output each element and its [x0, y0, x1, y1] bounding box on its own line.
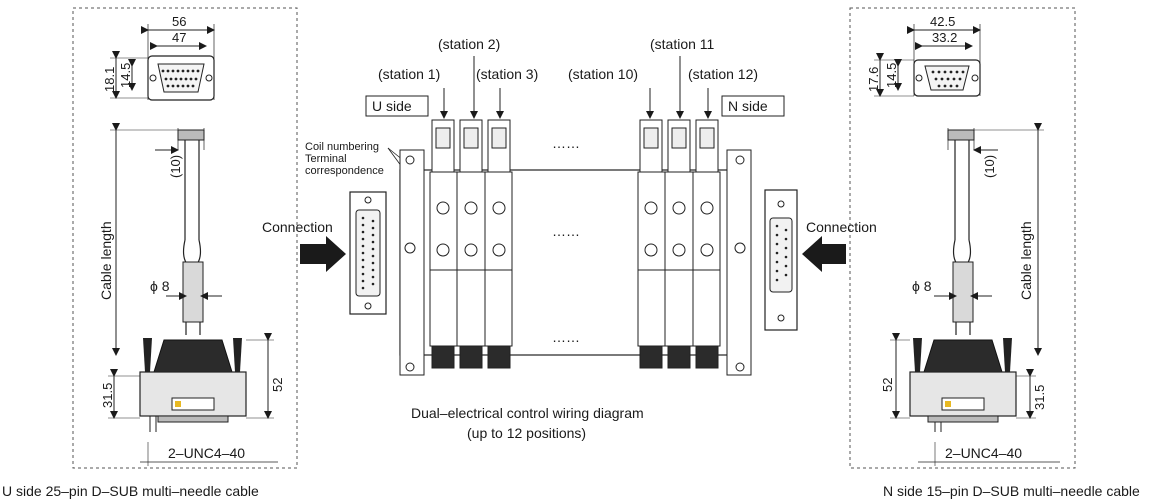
- label-station-11: (station 11: [650, 36, 715, 52]
- right-dim-17-6: 17.6: [866, 67, 881, 92]
- right-screw: 2–UNC4–40: [945, 445, 1022, 461]
- n-side-label: N side: [728, 98, 768, 114]
- label-station-12: (station 12): [688, 66, 758, 82]
- right-dim-52: 52: [880, 378, 895, 392]
- connection-right-arrow: [802, 236, 846, 272]
- left-cable-length: Cable length: [98, 221, 114, 300]
- right-cable-length: Cable length: [1018, 221, 1034, 300]
- right-caption: N side 15–pin D–SUB multi–needle cable: [883, 483, 1140, 499]
- diagram-caption-line1: Dual–electrical control wiring diagram: [411, 405, 644, 421]
- left-caption: U side 25–pin D–SUB multi–needle cable: [2, 483, 259, 499]
- left-dim-56: 56: [172, 14, 186, 29]
- right-dim-31-5: 31.5: [1032, 385, 1047, 410]
- label-station-10: (station 10): [568, 66, 638, 82]
- valve-stations-right: [637, 119, 721, 369]
- right-dim-42-5: 42.5: [930, 14, 955, 29]
- label-station-1: (station 1): [378, 66, 440, 82]
- left-dim-14-5: 14.5: [118, 63, 133, 88]
- coil-note-line1: Coil numbering: [305, 141, 379, 153]
- connection-right-label: Connection: [806, 219, 877, 235]
- connection-left-arrow: [300, 236, 346, 272]
- ellipsis-top: ……: [552, 135, 580, 151]
- left-screw: 2–UNC4–40: [168, 445, 245, 461]
- left-diameter: ϕ 8: [150, 278, 170, 294]
- right-connector-hood: [909, 338, 1017, 432]
- right-dim-33-2: 33.2: [932, 30, 957, 45]
- coil-note-line3: correspondence: [305, 165, 384, 177]
- left-connector-hood: [139, 338, 247, 432]
- left-dim-10: (10): [168, 155, 183, 178]
- ellipsis-bottom: ……: [552, 329, 580, 345]
- left-cable-panel: 56 47 18.1 14.5: [2, 7, 298, 499]
- right-dim-14-5: 14.5: [884, 63, 899, 88]
- right-cable-panel: 42.5 33.2 17.6 14.5: [849, 7, 1140, 499]
- left-dim-52: 52: [270, 378, 285, 392]
- left-dim-47: 47: [172, 30, 186, 45]
- dsub25-face: [147, 55, 215, 101]
- connection-left-label: Connection: [262, 219, 333, 235]
- label-station-2: (station 2): [438, 36, 500, 52]
- valve-stations-left: [429, 119, 513, 369]
- dsub15-face: [913, 59, 981, 97]
- right-dim-10: (10): [982, 155, 997, 178]
- left-dim-31-5: 31.5: [100, 383, 115, 408]
- right-diameter: ϕ 8: [912, 278, 932, 294]
- left-cable: [177, 129, 205, 335]
- n-side-dsub-port: [764, 189, 798, 331]
- label-station-3: (station 3): [476, 66, 538, 82]
- ellipsis-middle: ……: [552, 223, 580, 239]
- diagram-caption-line2: (up to 12 positions): [467, 425, 586, 441]
- u-side-label: U side: [372, 98, 412, 114]
- center-manifold: (station 2) (station 11 (station 1) (sta…: [262, 36, 877, 441]
- coil-note-line2: Terminal: [305, 153, 347, 165]
- u-side-dsub-port: [349, 191, 387, 315]
- right-cable: [947, 129, 975, 335]
- left-dim-18-1: 18.1: [102, 67, 117, 92]
